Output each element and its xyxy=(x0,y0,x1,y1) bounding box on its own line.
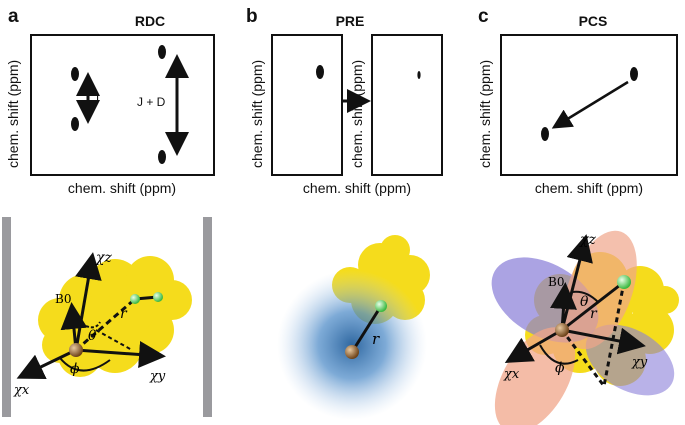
rdc-atom-2 xyxy=(153,292,163,302)
pcs-metal-atom xyxy=(555,323,569,337)
pre-peak-strong xyxy=(316,65,324,79)
rdc-theta-label: θ xyxy=(88,328,97,344)
panel-b-letter: b xyxy=(246,6,258,27)
pre-r-vector xyxy=(350,305,383,353)
alignment-medium-left-bar xyxy=(2,217,11,417)
pcs-chi-x-label: χx xyxy=(503,367,520,382)
rdc-chi-x-axis xyxy=(16,348,77,380)
rdc-atom-1 xyxy=(130,294,140,304)
panel-a-title: RDC xyxy=(134,13,166,29)
pcs-b0-vector xyxy=(550,282,577,331)
pcs-phi-label: ϕ xyxy=(555,360,565,376)
rdc-r-label: r xyxy=(120,306,128,322)
rdc-b0-vector xyxy=(60,302,88,351)
pcs-chi-z-label: χz xyxy=(579,232,596,248)
panel-b-title: PRE xyxy=(335,13,365,29)
pre-metal-atom xyxy=(345,345,359,359)
pcs-chi-x-axis xyxy=(504,328,563,363)
pcs-green-atom xyxy=(617,275,631,289)
rdc-chi-z-label: χz xyxy=(95,250,112,266)
pcs-theta-label: θ xyxy=(580,294,589,310)
rdc-origin-atom xyxy=(69,343,83,357)
rdc-chi-x-label: χx xyxy=(13,383,30,398)
panel-c-title: PCS xyxy=(578,13,608,29)
pre-spectrum-left-frame xyxy=(271,34,343,176)
pcs-peak-diamagnetic xyxy=(630,67,638,81)
rdc-theta-arc xyxy=(85,321,101,329)
pcs-x-axis-label: chem. shift (ppm) xyxy=(534,180,644,196)
pre-green-atom xyxy=(375,300,387,312)
rdc-chi-y-axis xyxy=(75,341,166,368)
pre-x-axis-label: chem. shift (ppm) xyxy=(302,180,412,196)
panel-a-letter: a xyxy=(8,6,19,27)
rdc-jd-label: J + D xyxy=(137,95,166,109)
rdc-x-axis-label: chem. shift (ppm) xyxy=(67,180,177,196)
pcs-b0-label: B0 xyxy=(548,275,564,289)
pcs-theta-arc xyxy=(571,290,599,303)
alignment-medium-right-bar xyxy=(203,217,212,417)
rdc-r-vector xyxy=(75,297,136,352)
pcs-r-vector xyxy=(561,280,625,332)
pre-peak-weak xyxy=(417,71,421,79)
pcs-peak-paramagnetic xyxy=(541,127,549,141)
pcs-negative-lobe-2 xyxy=(585,324,675,396)
pcs-chi-y-label: χy xyxy=(631,355,648,370)
pre-spectrum-right-frame xyxy=(371,34,443,176)
pcs-arrow xyxy=(551,80,629,129)
rdc-phi-label: ϕ xyxy=(70,361,80,377)
pcs-chi-y-axis xyxy=(561,327,646,355)
pcs-r-label: r xyxy=(590,306,598,322)
rdc-phi-arc xyxy=(59,357,111,372)
pcs-phi-arc xyxy=(539,344,579,365)
rdc-peak-4 xyxy=(158,150,166,164)
rdc-b0-label: B0 xyxy=(55,292,71,306)
rdc-chi-y-label: χy xyxy=(149,369,166,384)
pre-r-label: r xyxy=(372,330,380,348)
panel-c-letter: c xyxy=(478,6,489,27)
rdc-peak-3 xyxy=(158,45,166,59)
